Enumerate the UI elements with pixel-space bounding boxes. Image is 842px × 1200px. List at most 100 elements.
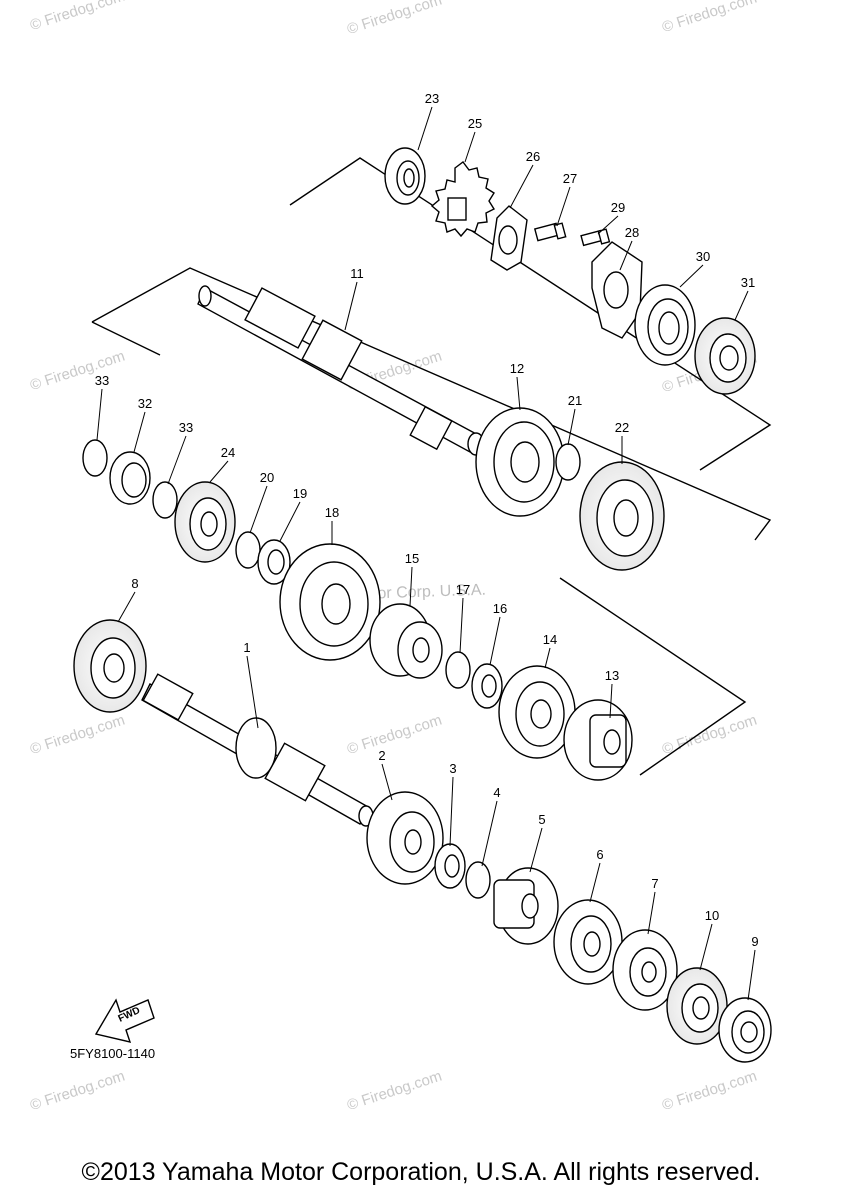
callout-number-11: 11 <box>350 266 364 281</box>
callout-number-26: 26 <box>526 149 540 164</box>
callout-leader-line <box>167 435 187 485</box>
part-washer-16 <box>471 663 503 709</box>
part-gear-7 <box>612 929 678 1011</box>
callout-leader-line <box>699 923 713 971</box>
part-bearing-24 <box>174 481 236 563</box>
callout-number-29: 29 <box>611 200 625 215</box>
part-circlip-17 <box>445 651 471 689</box>
callout-leader-line <box>734 290 749 321</box>
part-bearing-23 <box>384 147 426 205</box>
callout-number-14: 14 <box>543 632 557 647</box>
copyright-footer: ©2013 Yamaha Motor Corporation, U.S.A. A… <box>81 1158 761 1186</box>
part-gear-18 <box>279 543 381 661</box>
callout-leader-line <box>544 647 551 669</box>
callout-number-2: 2 <box>378 748 385 763</box>
part-gear-6 <box>553 899 623 985</box>
callout-leader-line <box>529 827 543 873</box>
part-bearing-10 <box>666 967 728 1045</box>
callout-number-21: 21 <box>568 393 582 408</box>
callout-leader-line <box>619 240 633 271</box>
part-bolt-27 <box>533 222 567 242</box>
callout-leader-line <box>409 566 413 607</box>
callout-leader-line <box>489 616 501 666</box>
callout-number-6: 6 <box>596 847 603 862</box>
part-lock-washer-26 <box>490 205 528 271</box>
part-collar-32 <box>109 451 151 505</box>
part-oil-seal-30 <box>634 284 696 366</box>
callout-number-20: 20 <box>260 470 274 485</box>
part-washer-3 <box>434 843 466 889</box>
callout-leader-line <box>516 376 521 411</box>
callout-number-3: 3 <box>449 761 456 776</box>
callout-leader-line <box>417 106 433 151</box>
callout-number-32: 32 <box>138 396 152 411</box>
part-gear-12 <box>475 407 565 517</box>
callout-number-23: 23 <box>425 91 439 106</box>
callout-number-31: 31 <box>741 275 755 290</box>
part-circlip-33b <box>152 481 178 519</box>
callout-leader-line <box>464 131 476 163</box>
callout-leader-line <box>509 164 534 209</box>
callout-leader-line <box>117 591 136 623</box>
callout-number-33: 33 <box>95 373 109 388</box>
assembly-outline-top <box>289 157 772 471</box>
callout-number-15: 15 <box>405 551 419 566</box>
callout-leader-line <box>647 891 656 935</box>
callout-number-19: 19 <box>293 486 307 501</box>
callout-number-9: 9 <box>751 934 758 949</box>
callout-number-1: 1 <box>243 640 250 655</box>
part-sprocket-25 <box>430 161 496 238</box>
callout-leader-line <box>679 264 704 288</box>
callout-leader-line <box>597 215 619 235</box>
part-gear-2 <box>366 791 444 885</box>
fwd-arrow-icon <box>94 998 155 1043</box>
callout-number-27: 27 <box>563 171 577 186</box>
callout-number-4: 4 <box>493 785 500 800</box>
callout-number-33: 33 <box>179 420 193 435</box>
part-circlip-20 <box>235 531 261 569</box>
callout-number-10: 10 <box>705 908 719 923</box>
callout-number-5: 5 <box>538 812 545 827</box>
callout-leader-line <box>449 776 454 847</box>
part-washer-19 <box>257 539 291 585</box>
part-washer-21 <box>555 443 581 481</box>
callout-number-8: 8 <box>131 576 138 591</box>
part-axle-11 <box>197 285 485 456</box>
callout-number-30: 30 <box>696 249 710 264</box>
callout-number-12: 12 <box>510 361 524 376</box>
callout-number-28: 28 <box>625 225 639 240</box>
callout-leader-line <box>609 683 613 719</box>
callout-leader-line <box>589 862 601 903</box>
callout-leader-line <box>381 763 393 801</box>
callout-leader-line <box>459 597 464 654</box>
part-bearing-22 <box>579 461 665 571</box>
callout-number-22: 22 <box>615 420 629 435</box>
part-plate-28 <box>591 241 643 339</box>
callout-leader-line <box>246 655 259 729</box>
callout-number-18: 18 <box>325 505 339 520</box>
assembly-outline-middle-lower <box>91 321 161 356</box>
callout-number-16: 16 <box>493 601 507 616</box>
part-circlip-33 <box>82 439 108 477</box>
callout-leader-line <box>249 485 268 534</box>
callout-leader-line <box>556 186 571 227</box>
callout-number-25: 25 <box>468 116 482 131</box>
part-shaft-1 <box>141 673 374 827</box>
assembly-outline-middle <box>91 267 772 541</box>
callout-number-24: 24 <box>221 445 235 460</box>
callout-leader-line <box>133 411 146 453</box>
callout-leader-line <box>747 949 756 1001</box>
part-bolt-29 <box>580 228 611 247</box>
callout-number-17: 17 <box>456 582 470 597</box>
callout-leader-line <box>96 388 103 441</box>
part-code-label: 5FY8100-1140 <box>70 1046 156 1061</box>
part-gear-13 <box>563 699 633 781</box>
part-gear-15 <box>369 603 443 679</box>
callout-leader-line <box>344 281 358 331</box>
callout-leader-line <box>279 501 301 542</box>
assembly-outline-bottom-right <box>559 577 747 776</box>
part-gear-5 <box>493 867 559 945</box>
part-bearing-8 <box>73 619 147 713</box>
part-bearing-31 <box>694 317 756 395</box>
